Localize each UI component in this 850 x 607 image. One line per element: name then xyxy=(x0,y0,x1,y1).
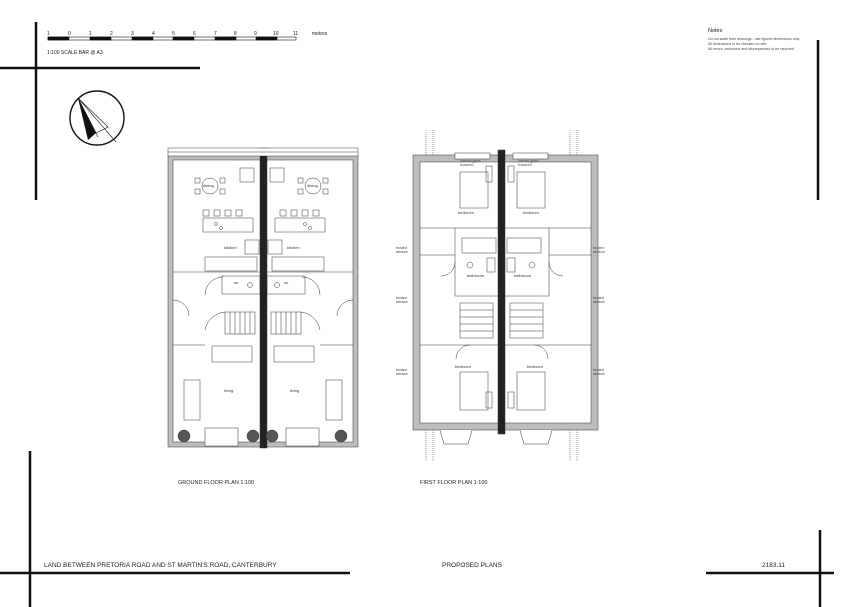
internal-glass-label: internal glass louvered xyxy=(518,159,539,167)
room-label: bedroom xyxy=(523,210,539,215)
room-label: kitchen xyxy=(287,245,300,250)
scale-tick: 7 xyxy=(214,31,217,37)
room-label: wc xyxy=(234,281,239,285)
notes-line: All errors, omissions and discrepancies … xyxy=(708,47,795,51)
notes-line: Do not scale from drawings - use figured… xyxy=(708,37,801,41)
frosted-window-label: frosted window xyxy=(593,368,605,376)
scale-tick: 3 xyxy=(131,31,134,37)
room-label: bathroom xyxy=(514,273,531,278)
ground-floor-caption: GROUND FLOOR PLAN 1:100 xyxy=(178,480,255,486)
scale-tick: 5 xyxy=(172,31,175,37)
north-arrow-icon xyxy=(69,90,125,146)
frosted-window-label: frosted window xyxy=(396,246,408,254)
frosted-window-label: frosted window xyxy=(396,296,408,304)
room-label: dining xyxy=(307,183,318,188)
room-label: living xyxy=(224,388,234,393)
internal-glass-label: internal glass louvered xyxy=(460,159,481,167)
room-label: bedroom xyxy=(455,364,471,369)
drawing-number: 2183.11 xyxy=(762,562,786,569)
scale-tick: 4 xyxy=(152,31,155,37)
room-label: bedroom xyxy=(458,210,474,215)
frosted-window-label: frosted window xyxy=(593,296,605,304)
first-floor-caption: FIRST FLOOR PLAN 1:100 xyxy=(420,480,488,486)
scale-tick: 11 xyxy=(293,31,299,37)
scale-tick: 8 xyxy=(234,31,237,37)
room-label: bathroom xyxy=(467,273,484,278)
room-label: wc xyxy=(284,281,289,285)
ground-floor-plan xyxy=(167,147,359,449)
scale-tick: 0 xyxy=(68,31,71,37)
scale-tick: 6 xyxy=(193,31,196,37)
scale-tick: 2 xyxy=(110,31,113,37)
scale-bar-graphic xyxy=(47,36,297,41)
frosted-window-label: frosted window xyxy=(396,368,408,376)
room-label: dining xyxy=(203,183,214,188)
scale-tick: 1 xyxy=(89,31,92,37)
notes-line: All dimensions to be checked on site. xyxy=(708,42,768,46)
first-floor-plan xyxy=(412,130,599,462)
room-label: living xyxy=(290,388,300,393)
frame-marks xyxy=(0,22,834,607)
project-title: LAND BETWEEN PRETORIA ROAD AND ST MARTIN… xyxy=(44,562,277,569)
scale-unit: metres xyxy=(312,31,328,37)
drawing-title: PROPOSED PLANS xyxy=(442,562,502,569)
room-label: bedroom xyxy=(527,364,543,369)
notes-title: Notes xyxy=(708,28,723,34)
scale-caption: 1:100 SCALE BAR @ A3 xyxy=(47,50,103,56)
room-label: kitchen xyxy=(224,245,237,250)
scale-tick: 9 xyxy=(254,31,257,37)
frosted-window-label: frosted window xyxy=(593,246,605,254)
scale-tick: 10 xyxy=(273,31,279,37)
scale-tick: 1 xyxy=(47,31,50,37)
